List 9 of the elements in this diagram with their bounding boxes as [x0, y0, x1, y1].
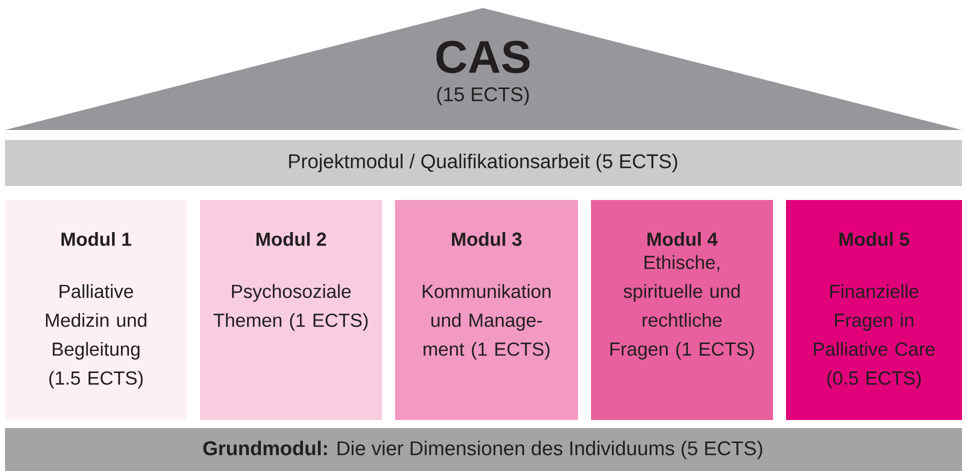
- module-box: Modul 4 Ethische, spirituelle und rechtliche Fragen (1 ECTS): [591, 200, 773, 420]
- module-box: Modul 5 Finanzielle Fragen in Palliative Care (0.5 ECTS): [786, 200, 962, 420]
- title: CAS: [436, 40, 530, 74]
- module-box: Modul 1 Palliative Medizin und Begleitung (1.5 ECTS): [5, 200, 187, 420]
- subtitle: (15 ECTS): [437, 86, 529, 106]
- module-band: Projektmodul / Qualifikationsarbeit (5 ECTS): [5, 140, 962, 186]
- module-box: Modul 3 Kommunikation und Manage-ment (1 ECTS): [395, 200, 578, 420]
- module-band: Grundmodul: Die vier Dimensionen des Individuums (5 ECTS): [5, 428, 962, 471]
- module-box: Modul 2 Psychosoziale Themen (1 ECTS): [200, 200, 382, 420]
